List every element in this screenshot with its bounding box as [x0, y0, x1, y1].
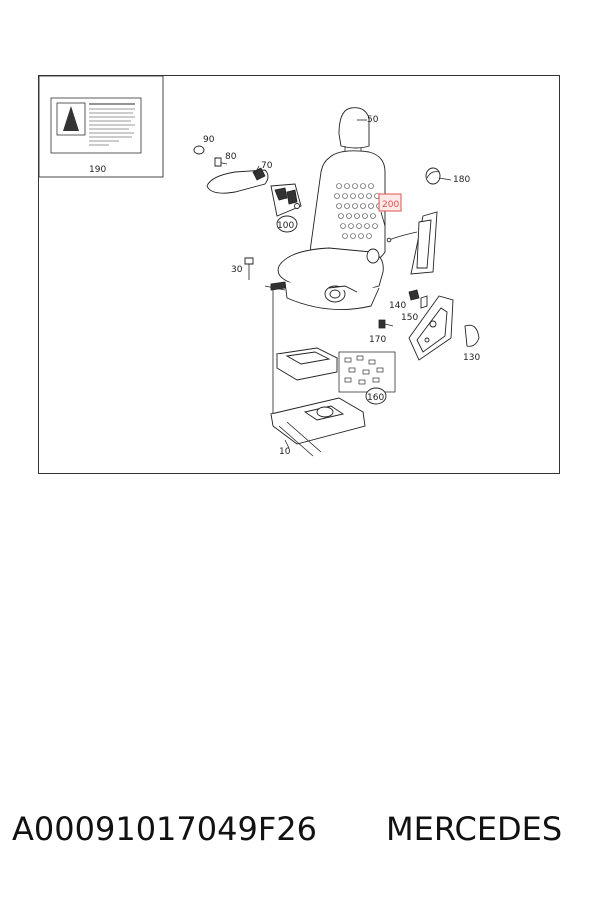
- label-80: 80: [225, 152, 237, 162]
- armrest-70: 70: [206, 161, 273, 194]
- inset-190: 190: [39, 76, 164, 178]
- label-70: 70: [261, 161, 273, 171]
- label-160: 160: [367, 393, 384, 403]
- brand-text: MERCEDES: [386, 810, 563, 848]
- label-50: 50: [367, 115, 379, 125]
- warning-icon: [63, 106, 79, 131]
- cap-130: 130: [463, 324, 480, 363]
- part-200: 200: [378, 193, 402, 227]
- cushion-frame: [275, 347, 339, 381]
- screw-170: 170: [369, 319, 394, 345]
- label-30: 30: [231, 265, 243, 275]
- label-200: 200: [382, 200, 399, 210]
- seat-base-10: 10: [269, 397, 366, 457]
- bolt-30: 30: [231, 257, 286, 291]
- part-number-text: A00091017049F26: [12, 810, 317, 848]
- seat-assembly: [277, 150, 386, 310]
- label-90: 90: [203, 135, 215, 145]
- label-190: 190: [89, 165, 106, 175]
- label-130: 130: [463, 353, 480, 363]
- label-150: 150: [401, 313, 418, 323]
- clip-140: 140: [389, 289, 428, 311]
- caption: A00091017049F26 MERCEDES: [0, 810, 600, 860]
- side-cover-150: 150: [401, 295, 454, 361]
- label-140: 140: [389, 301, 406, 311]
- highlight-box: [378, 193, 402, 212]
- label-180: 180: [453, 175, 470, 185]
- side-panel-180: 180: [386, 167, 470, 275]
- diagram-drawing: 190 50: [39, 76, 480, 457]
- bracket-100: 100: [270, 183, 302, 233]
- bolt-80: 80: [214, 152, 237, 167]
- label-170: 170: [369, 335, 386, 345]
- label-10: 10: [279, 447, 291, 457]
- kit-160: 160: [338, 351, 396, 405]
- label-100: 100: [277, 221, 294, 231]
- cap-90: 90: [193, 135, 215, 155]
- parts-diagram: 190 50: [38, 75, 560, 474]
